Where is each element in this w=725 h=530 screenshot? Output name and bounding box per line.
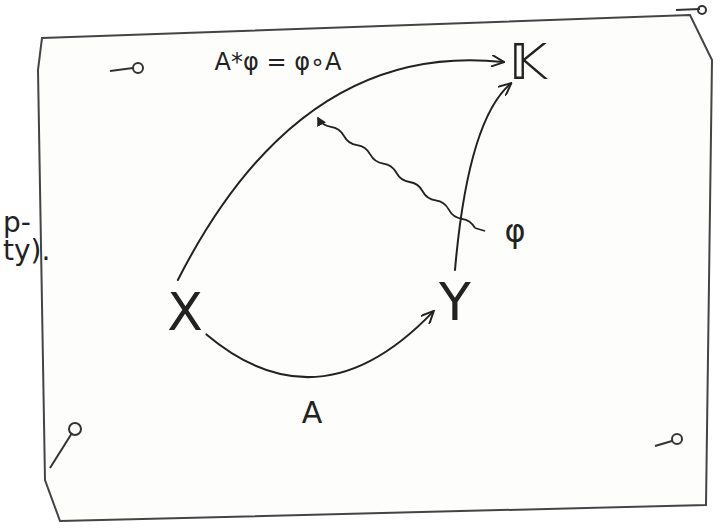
math-object: 𝕂 — [503, 31, 553, 93]
morphism-arrow — [178, 60, 503, 280]
background-note-fragment: ty). — [3, 236, 50, 267]
math-object: Y — [433, 270, 477, 334]
background-note-fragment: p- — [3, 208, 31, 239]
morphism-arrow — [206, 312, 433, 378]
morphism-label: φ — [501, 213, 528, 250]
squiggle-tail — [475, 228, 485, 231]
object-symbol: Y — [439, 276, 471, 328]
squiggle-arrow — [318, 118, 475, 228]
object-symbol: 𝕂 — [509, 37, 547, 87]
pins — [50, 6, 706, 468]
morphism-label: A — [299, 395, 326, 430]
morphism-label: A*φ = φ∘A — [212, 48, 345, 76]
object-symbol: X — [167, 286, 203, 338]
paper-outline — [38, 15, 712, 521]
math-object: X — [161, 280, 209, 344]
